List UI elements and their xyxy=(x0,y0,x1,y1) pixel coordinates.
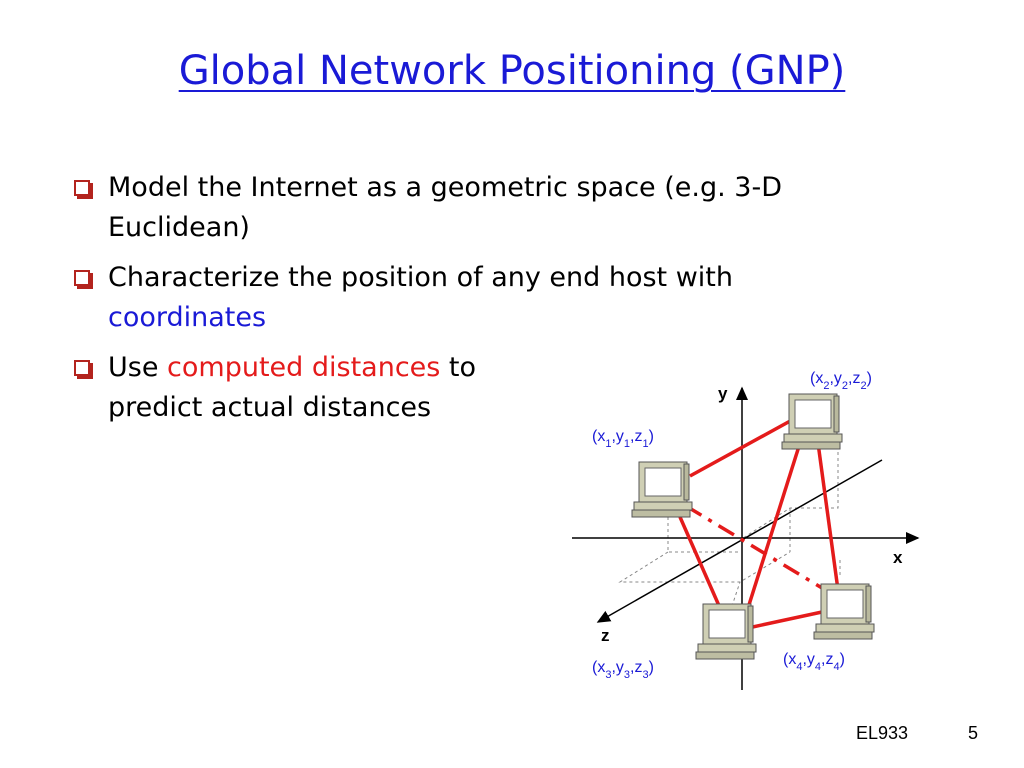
z-axis-label: z xyxy=(601,626,610,645)
monitor-side xyxy=(683,463,690,501)
keyboard xyxy=(813,631,873,640)
monitor-screen xyxy=(644,467,682,497)
monitor-screen xyxy=(708,609,746,639)
x-axis-label: x xyxy=(893,548,903,567)
computer-icon xyxy=(695,603,757,660)
bullet-2-line1: Characterize the position of any end hos… xyxy=(108,262,734,293)
host-2-label: (x2,y2,z2) xyxy=(810,370,872,392)
slide-title: Global Network Positioning (GNP) xyxy=(178,48,846,94)
keyboard xyxy=(695,651,755,660)
host-3-label: (x3,y3,z3) xyxy=(592,659,654,681)
bullet-3-post: to xyxy=(440,352,477,383)
bullet-box-icon xyxy=(74,360,90,376)
link-2-4 xyxy=(816,442,840,591)
page-number: 5 xyxy=(968,723,979,743)
keyboard xyxy=(781,441,841,450)
host-1-label: (x1,y1,z1) xyxy=(592,428,654,450)
base-unit xyxy=(783,433,843,443)
monitor-side xyxy=(865,585,872,623)
bullet-2: Characterize the position of any end hos… xyxy=(68,258,948,338)
bullet-1-line2: Euclidean) xyxy=(108,212,250,243)
links xyxy=(678,418,840,630)
link-1-3 xyxy=(678,516,722,609)
computer-icon xyxy=(781,393,843,450)
computer-icon xyxy=(813,583,875,640)
bullet-3-pre: Use xyxy=(108,352,168,383)
z-axis xyxy=(596,459,883,623)
y-axis-label: y xyxy=(718,384,728,403)
host-4-label: (x4,y4,z4) xyxy=(783,651,845,673)
bullet-3-line1: Use computed distances to xyxy=(108,348,948,388)
monitor-screen xyxy=(794,399,832,429)
keyboard xyxy=(631,509,691,518)
bullet-1-line1: Model the Internet as a geometric space … xyxy=(108,172,782,203)
link-1-4-dashed xyxy=(685,504,823,590)
monitor-screen xyxy=(826,589,864,619)
link-2-3 xyxy=(746,442,802,609)
projection-lines xyxy=(618,440,841,613)
bullet-2-line2: coordinates xyxy=(108,302,267,333)
bullet-1: Model the Internet as a geometric space … xyxy=(68,168,948,248)
host-computers xyxy=(631,393,875,660)
bullet-box-icon xyxy=(74,270,90,286)
link-3-4 xyxy=(747,610,823,630)
footer-course: EL933 xyxy=(856,723,909,743)
bullet-3: Use computed distances to predict actual… xyxy=(68,348,948,428)
base-unit xyxy=(633,501,693,511)
base-unit xyxy=(815,623,875,633)
bullet-list: Model the Internet as a geometric space … xyxy=(68,168,948,438)
monitor-side xyxy=(747,605,754,643)
bullet-box-icon xyxy=(74,180,90,196)
base-unit xyxy=(697,643,757,653)
bullet-3-line2: predict actual distances xyxy=(108,392,432,423)
computer-icon xyxy=(631,461,693,518)
link-1-2 xyxy=(689,418,793,478)
bullet-3-highlight: computed distances xyxy=(167,352,441,383)
monitor-side xyxy=(833,395,840,433)
